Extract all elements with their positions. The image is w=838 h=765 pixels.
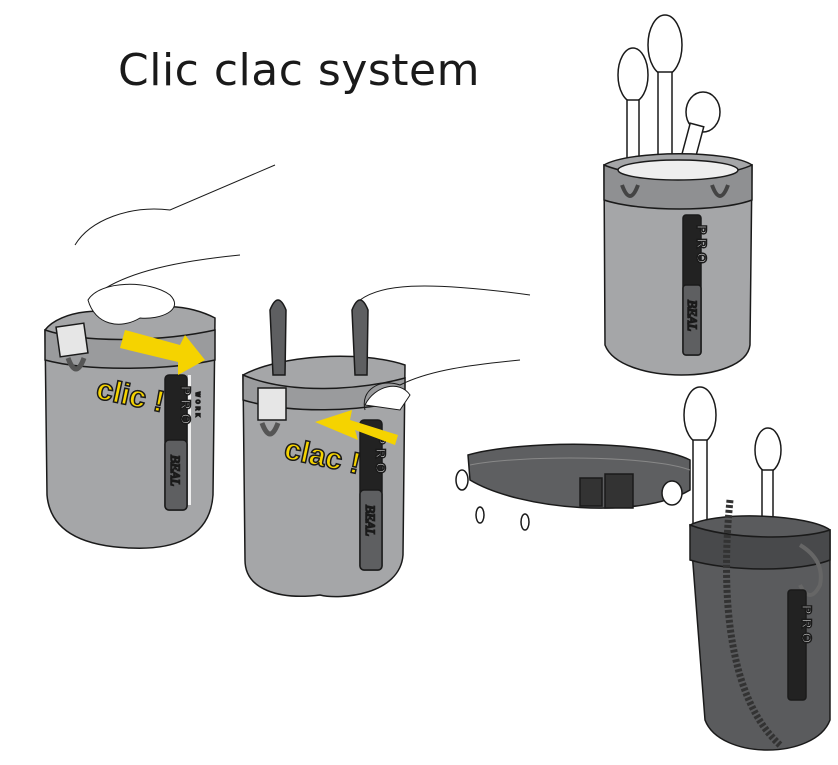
bag-clic: PRO WORK BEAL clic ! — [44, 164, 276, 549]
brand-logo: BEAL — [168, 455, 183, 486]
bag-clac: PRO BEAL clac ! — [242, 285, 531, 598]
brand-product: PRO — [799, 605, 815, 647]
tool-belt — [455, 443, 691, 531]
page-title: Clic clac system — [118, 45, 480, 96]
brand-product: PRO — [694, 225, 710, 267]
arrow-icon — [120, 330, 205, 375]
brand-logo: BEAL — [363, 505, 378, 536]
brand-product: PRO — [178, 386, 194, 428]
bag-on-belt: PRO — [683, 386, 831, 751]
arrow-icon — [315, 410, 398, 445]
brand-line: WORK — [194, 392, 200, 420]
brand-product: PRO — [373, 435, 389, 477]
brand-logo: BEAL — [685, 300, 700, 331]
bag-with-tools: PRO BEAL — [603, 14, 753, 376]
